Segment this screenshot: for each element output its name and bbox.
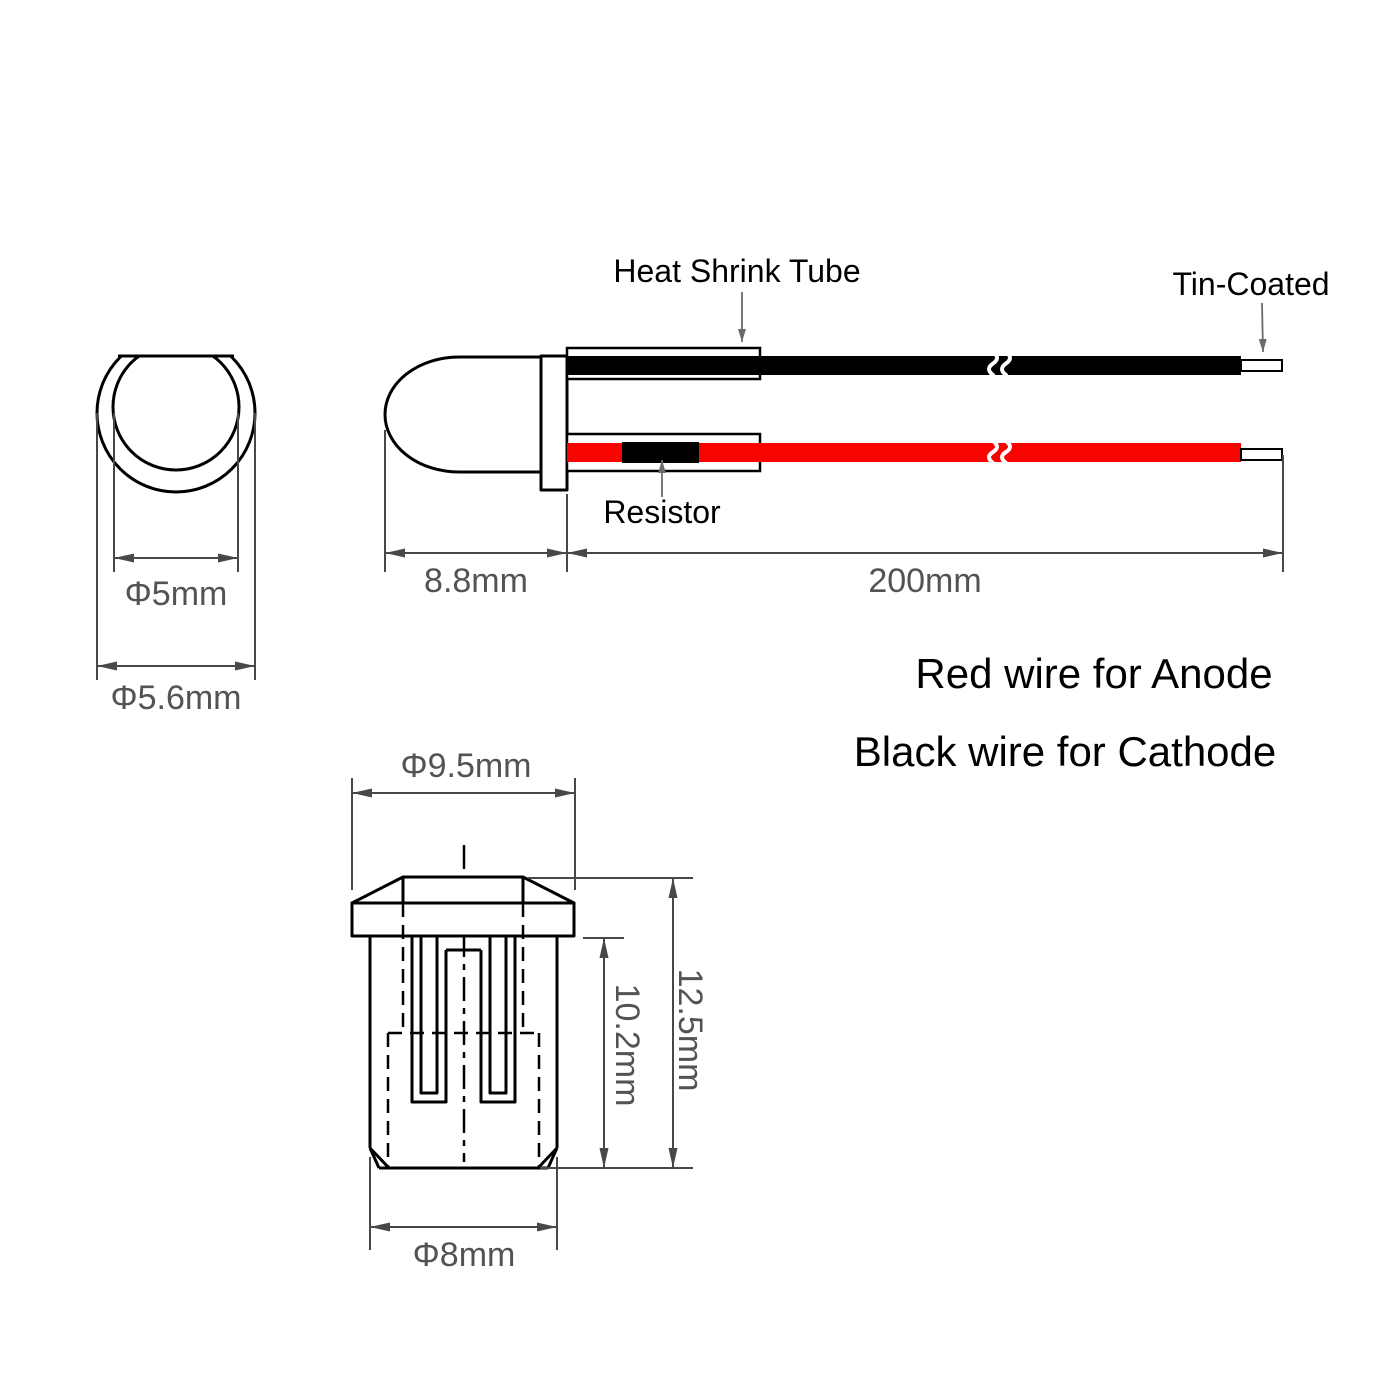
break-mark bbox=[987, 439, 999, 465]
resistor-label: Resistor bbox=[603, 494, 721, 530]
led-holder-view: Φ9.5mm 10.2mm 12.5mm Φ8mm bbox=[350, 747, 709, 1274]
holder-flange bbox=[350, 901, 576, 938]
led-dome-circle bbox=[111, 342, 241, 472]
led-side-view: Heat Shrink Tube Tin-Coated Resistor 8.8… bbox=[383, 253, 1330, 600]
dimension-text-flange: Φ9.5mm bbox=[400, 747, 531, 785]
black-wire bbox=[567, 356, 1241, 375]
red-wire bbox=[567, 443, 1241, 462]
resistor-body bbox=[622, 442, 699, 463]
dimension-text-d56: Φ5.6mm bbox=[110, 679, 241, 717]
tin-coated-label: Tin-Coated bbox=[1172, 266, 1329, 302]
break-mark bbox=[1000, 350, 1012, 377]
polarity-notes: Red wire for Anode Black wire for Cathod… bbox=[854, 650, 1277, 775]
slot-outer-right bbox=[479, 936, 517, 1104]
tin-coated-arrow bbox=[1258, 302, 1267, 353]
led-flange-circle bbox=[95, 332, 257, 494]
tin-tip-black bbox=[1240, 359, 1283, 372]
dimension-text-body: 8.8mm bbox=[424, 562, 528, 600]
dimension-text-inner-height: 10.2mm bbox=[608, 984, 646, 1107]
slot-inner-left bbox=[419, 936, 439, 1095]
break-mark bbox=[987, 350, 999, 377]
chamfer-line bbox=[368, 1146, 391, 1170]
led-top-view: Φ5mm Φ5.6mm bbox=[88, 324, 268, 717]
dimension-text-d5: Φ5mm bbox=[125, 575, 228, 613]
led-body bbox=[383, 355, 543, 474]
cathode-note: Black wire for Cathode bbox=[854, 728, 1277, 775]
anode-note: Red wire for Anode bbox=[915, 650, 1272, 697]
slot-inner-right bbox=[488, 936, 508, 1095]
heat-shrink-label: Heat Shrink Tube bbox=[613, 253, 860, 289]
slot-outer-left bbox=[410, 936, 448, 1104]
dimension-text-wire: 200mm bbox=[868, 562, 981, 600]
chamfer-line bbox=[368, 1147, 381, 1169]
break-mark bbox=[1000, 439, 1012, 465]
flat-edge-mask bbox=[88, 324, 268, 355]
holder-bevel bbox=[350, 875, 576, 905]
chamfer-line bbox=[546, 1147, 559, 1169]
dimension-text-body-dia: Φ8mm bbox=[413, 1236, 516, 1274]
led-flange bbox=[539, 354, 569, 492]
tin-tip-red bbox=[1240, 448, 1283, 461]
chamfer-line bbox=[536, 1146, 559, 1170]
dimension-text-total-height: 12.5mm bbox=[671, 969, 709, 1092]
